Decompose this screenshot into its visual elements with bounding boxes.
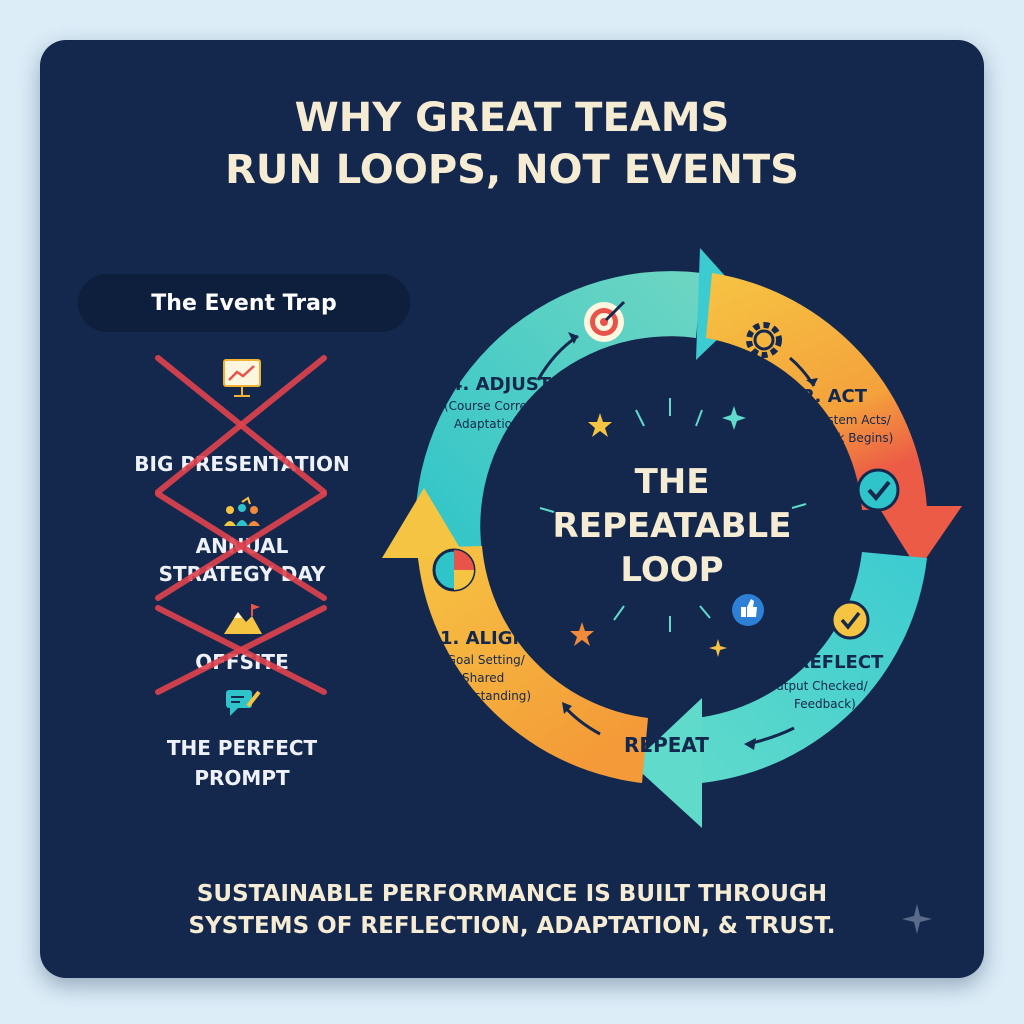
page-title: WHY GREAT TEAMS RUN LOOPS, NOT EVENTS	[40, 92, 984, 196]
stage-sub-adjust-1: (Course Correct/	[444, 399, 543, 413]
star-icon	[588, 413, 612, 437]
checkmark-circle-icon	[856, 468, 900, 512]
loop-arc-reflect	[696, 552, 927, 783]
center-line-2: REPEATABLE	[552, 506, 792, 546]
connector-arrow	[744, 738, 756, 750]
repeat-label: REPEAT	[624, 733, 709, 757]
presentation-board-icon	[223, 359, 261, 397]
title-line-1: WHY GREAT TEAMS	[294, 95, 730, 141]
footer-line-1: SUSTAINABLE PERFORMANCE IS BUILT THROUGH	[196, 881, 828, 907]
pie-chart-icon	[432, 548, 476, 592]
loop-arc-align	[417, 546, 648, 783]
mountain-flag-icon	[224, 604, 262, 634]
repeatable-loop-diagram: 4. ADJUST (Course Correct/ Adaptation) 2…	[382, 248, 962, 828]
stage-sub-reflect-1: (Output Checked/	[762, 679, 869, 693]
trap-item-big-presentation: BIG PRESENTATION	[80, 352, 404, 476]
stage-sub-act-1: (System Acts/	[808, 413, 892, 427]
cross-out-mark	[155, 355, 327, 495]
loop-arrowhead-reflect	[632, 698, 702, 828]
stage-title-reflect: 3. REFLECT	[770, 652, 884, 673]
stage-sub-align-1: (Goal Setting/	[442, 653, 526, 667]
center-line-3: LOOP	[620, 550, 724, 590]
stage-title-adjust: 4. ADJUST	[450, 374, 552, 395]
sparkle-icon	[722, 406, 746, 430]
star-icon	[570, 622, 594, 646]
stage-sub-align-2: Shared	[462, 671, 504, 685]
connector-arrow	[806, 378, 818, 386]
stage-sub-reflect-2: Feedback)	[794, 697, 856, 711]
connector-arrow	[568, 332, 578, 344]
target-icon	[584, 300, 626, 342]
trap-item-perfect-prompt: THE PERFECT PROMPT	[80, 686, 404, 796]
stage-sub-act-2: Work Begins)	[814, 431, 893, 445]
team-growth-icon	[224, 496, 260, 526]
burst-lines	[539, 398, 807, 632]
checkmark-circle-icon	[830, 600, 870, 640]
sparkle-icon	[709, 639, 727, 657]
stage-title-align: 1. ALIGN	[440, 628, 528, 649]
cross-out-mark	[155, 491, 327, 601]
title-line-2: RUN LOOPS, NOT EVENTS	[225, 147, 799, 193]
trap-item-label-line-1: THE PERFECT	[166, 736, 318, 760]
connector-arrow	[562, 702, 572, 714]
loop-arrowhead-act	[878, 506, 962, 570]
sparkle-icon	[902, 904, 932, 934]
thumbs-up-icon	[732, 594, 764, 626]
trap-item-label: BIG PRESENTATION	[134, 452, 350, 476]
footer-line-2: SYSTEMS OF REFLECTION, ADAPTATION, & TRU…	[188, 913, 836, 939]
trap-item-label-line-2: PROMPT	[194, 766, 290, 790]
infographic-card: WHY GREAT TEAMS RUN LOOPS, NOT EVENTS Th…	[40, 40, 984, 978]
stage-sub-adjust-2: Adaptation)	[454, 417, 524, 431]
center-line-1: THE	[634, 462, 710, 502]
footer-statement: SUSTAINABLE PERFORMANCE IS BUILT THROUGH…	[40, 878, 984, 942]
stage-title-act: 2. ACT	[802, 386, 868, 407]
gear-icon	[746, 322, 782, 358]
event-trap-heading: The Event Trap	[78, 274, 410, 332]
chat-pencil-icon	[226, 690, 261, 716]
loop-arrowhead-align	[382, 488, 466, 558]
cross-out-mark	[155, 605, 327, 695]
stage-sub-align-3: Understanding)	[438, 689, 531, 703]
loop-center-label: THE REPEATABLE LOOP	[512, 460, 832, 592]
